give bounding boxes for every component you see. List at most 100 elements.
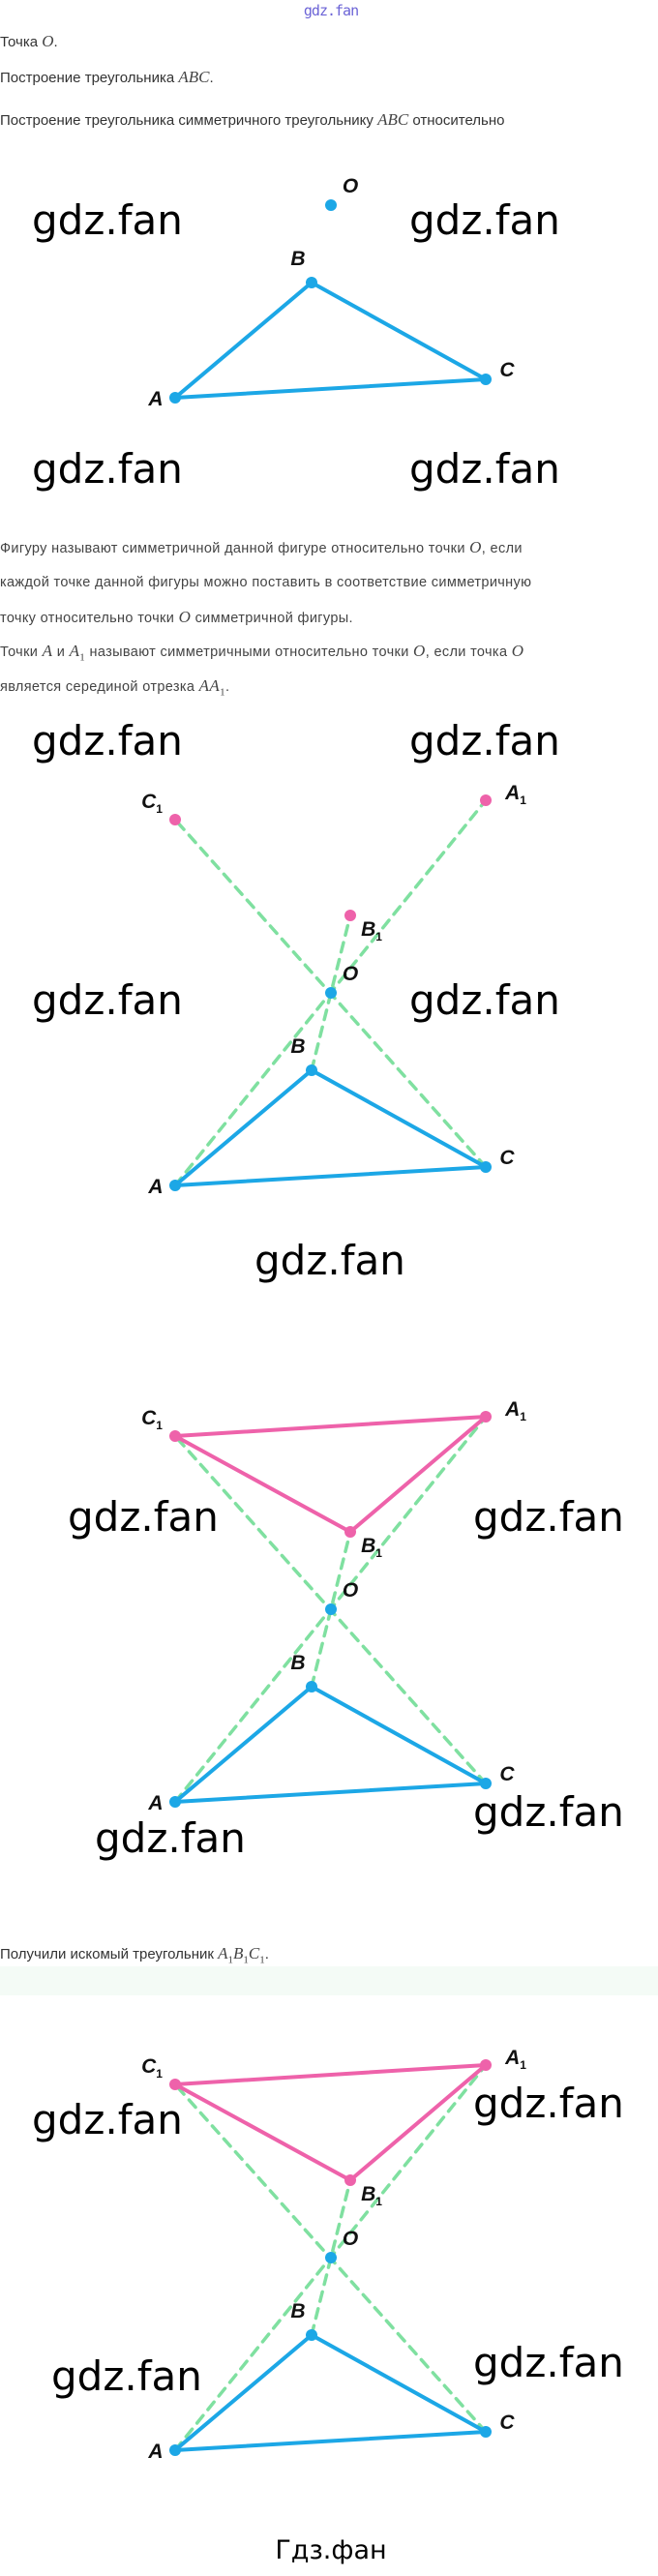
figure-canvas (169, 2059, 492, 2456)
label-letter: B (361, 1534, 376, 1557)
label-letter: C (499, 359, 515, 381)
highlight-band (0, 1966, 658, 1995)
text: , если точка (425, 644, 512, 660)
label-letter: A (148, 1176, 164, 1198)
label-B: B (290, 248, 305, 271)
point-A1 (480, 794, 492, 806)
math-sub: 1 (220, 686, 225, 699)
math-var: AA1 (199, 676, 225, 699)
point-B (306, 277, 317, 288)
label-C1: C1 (141, 791, 163, 816)
point-B (306, 1681, 317, 1692)
label-letter: B (361, 2182, 376, 2205)
footer-watermark: Гдз.фан (275, 2535, 387, 2565)
math-var: A1 (70, 642, 86, 664)
math-sub: 1 (259, 1954, 265, 1966)
text: Получили искомый треугольник (0, 1946, 219, 1962)
segment-CA (173, 1165, 488, 1187)
text: называют симметричными относительно точк… (85, 644, 414, 660)
segment-CA (173, 2430, 488, 2452)
point-B (306, 1064, 317, 1076)
label-subscript: 1 (156, 1419, 163, 1433)
point-C (480, 1778, 492, 1789)
label-letter: O (342, 1579, 359, 1602)
label-subscript: 1 (156, 2067, 163, 2082)
point-O (325, 2252, 337, 2263)
segment-C1A1 (173, 2063, 488, 2086)
header-watermark[interactable]: gdz.fan (303, 2, 359, 19)
label-letter: A (148, 388, 164, 410)
point-A1 (480, 1411, 492, 1423)
segment-AB (173, 1068, 314, 1187)
label-letter: C (141, 2054, 157, 2078)
label-subscript: 1 (375, 2195, 382, 2209)
math-var: O (469, 538, 482, 556)
point-A (169, 1180, 181, 1191)
label-letter: B (290, 1652, 306, 1674)
definition-line-2: каждой точке данной фигуры можно постави… (0, 575, 532, 590)
label-letter: A (505, 2046, 521, 2069)
segment-B1C1 (173, 1434, 352, 1534)
definition-line-1: Фигуру называют симметричной данной фигу… (0, 539, 523, 557)
label-subscript: 1 (520, 1410, 526, 1424)
watermark-text: gdz.fan (95, 1814, 246, 1862)
label-A: A (148, 1792, 163, 1815)
point-B1 (344, 910, 356, 921)
math-var: ABC (178, 68, 210, 86)
label-letter: A (505, 781, 521, 804)
intro-line-1: Точка O. (0, 33, 58, 51)
watermark-text: gdz.fan (409, 717, 560, 764)
point-C (480, 2426, 492, 2438)
label-B1: B1 (361, 918, 382, 944)
watermark-text: gdz.fan (32, 196, 183, 244)
segment-BC (310, 281, 488, 381)
point-C1 (169, 814, 181, 825)
label-subscript: 1 (520, 2058, 526, 2073)
text: Точка (0, 34, 43, 50)
label-C: C (499, 2411, 514, 2435)
label-B1: B1 (361, 1535, 382, 1560)
label-A: A (148, 2441, 163, 2464)
watermark-text: gdz.fan (473, 1493, 624, 1541)
text: Точки (0, 644, 43, 660)
label-B: B (290, 1035, 305, 1059)
label-A: A (148, 388, 163, 411)
point-C (480, 1161, 492, 1173)
watermark-text: gdz.fan (32, 976, 183, 1024)
segment-BC (310, 2333, 488, 2434)
math-sub: 1 (79, 651, 86, 664)
segment-CA (173, 1782, 488, 1804)
label-subscript: 1 (520, 794, 526, 808)
result-line: Получили искомый треугольник A1B1C1. (0, 1945, 269, 1968)
math-var: O (413, 642, 426, 660)
figure-canvas (169, 794, 492, 1191)
math-var: O (178, 608, 192, 626)
label-A1: A1 (505, 782, 526, 807)
segment-BC (310, 1068, 488, 1169)
label-C: C (499, 1147, 514, 1170)
label-subscript: 1 (375, 930, 382, 944)
text: Фигуру называют симметричной данной фигу… (0, 541, 470, 556)
definition-line-5: является серединой отрезка AA1. (0, 677, 229, 701)
math-var: O (511, 642, 524, 660)
label-O: O (343, 2228, 358, 2251)
watermark-text: gdz.fan (473, 1788, 624, 1836)
segment-A1B1 (348, 2063, 488, 2182)
text: Построение треугольника симметричного тр… (0, 112, 378, 129)
segment-AB (173, 1685, 314, 1804)
intro-line-3: Построение треугольника симметричного тр… (0, 111, 504, 130)
math-var: ABC (377, 110, 409, 129)
label-letter: O (342, 175, 359, 197)
text: . (53, 34, 58, 50)
point-C1 (169, 2079, 181, 2090)
watermark-text: gdz.fan (51, 2352, 202, 2400)
watermark-text: gdz.fan (32, 2096, 183, 2143)
text: . (225, 679, 230, 695)
watermark-text: gdz.fan (473, 2339, 624, 2386)
text: является серединой отрезка (0, 679, 199, 695)
point-B (306, 2329, 317, 2341)
point-B1 (344, 2174, 356, 2186)
